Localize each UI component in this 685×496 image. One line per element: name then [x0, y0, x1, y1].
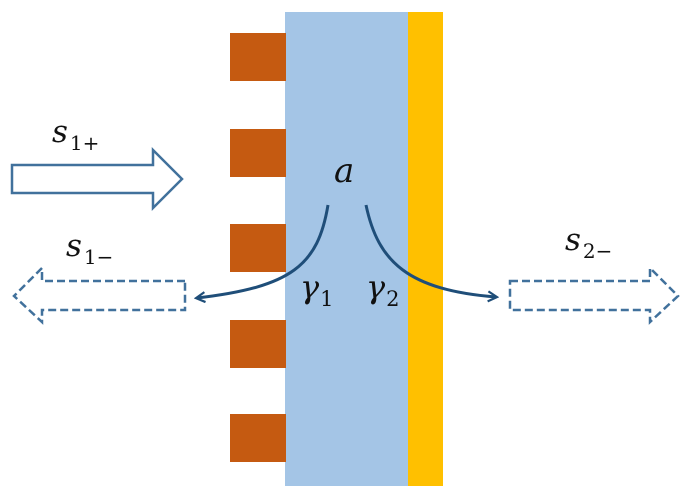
grating-tooth [230, 33, 286, 81]
grating-tooth [230, 414, 286, 462]
grating-tooth [230, 129, 286, 177]
decay-curve-right [364, 204, 496, 297]
label-gamma2: γ2 [366, 268, 400, 311]
decay-curve-left [197, 204, 330, 298]
incoming-wave-arrow [10, 146, 184, 212]
mirror-layer [408, 12, 443, 486]
grating-tooth [230, 320, 286, 368]
label-mode-a: a [334, 151, 354, 191]
grating-tooth [230, 224, 286, 272]
label-gamma1: γ1 [300, 268, 334, 311]
reflected-wave-arrow [12, 264, 187, 325]
resonator-slab [285, 12, 409, 486]
transmitted-wave-arrow [508, 264, 680, 325]
